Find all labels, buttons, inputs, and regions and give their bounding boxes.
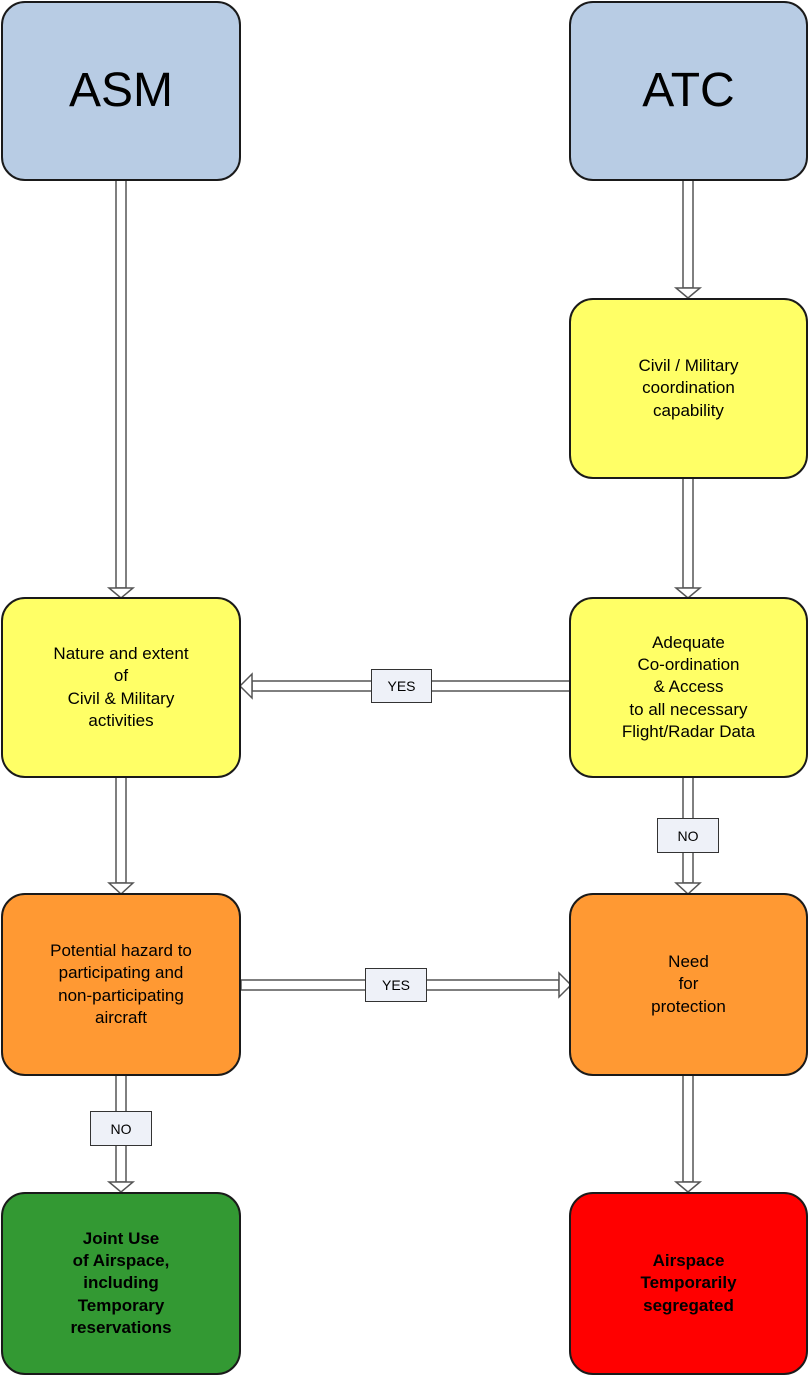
atc-box: ATC: [569, 1, 808, 181]
potential-hazard-box: Potential hazard to participating and no…: [1, 893, 241, 1076]
need-protection-box: Need for protection: [569, 893, 808, 1076]
arrow-adequate-to-need-head: [674, 882, 702, 896]
arrow-nature-to-hazard: [115, 776, 127, 884]
arrow-atc-to-capability-head: [673, 287, 703, 299]
adequate-coordination-box: Adequate Co-ordination & Access to all n…: [569, 597, 808, 778]
segregated-box: Airspace Temporarily segregated: [569, 1192, 808, 1375]
arrow-asm-to-nature: [115, 179, 127, 589]
arrow-need-to-segregated-head: [673, 1181, 703, 1193]
arrow-capability-to-adequate: [682, 477, 694, 589]
arrow-adequate-to-nature-head: [238, 672, 253, 700]
atc-label: ATC: [642, 63, 735, 117]
nature-extent-label: Nature and extent of Civil & Military ac…: [53, 644, 189, 730]
arrow-capability-to-adequate-head: [673, 587, 703, 599]
arrow-hazard-to-joint-head: [106, 1181, 136, 1193]
yes-label-top: YES: [371, 669, 432, 703]
segregated-label: Airspace Temporarily segregated: [640, 1251, 737, 1315]
arrow-need-to-segregated: [682, 1074, 694, 1183]
no-label-right: NO: [657, 818, 719, 853]
coordination-capability-box: Civil / Military coordination capability: [569, 298, 808, 479]
arrow-atc-to-capability: [682, 179, 694, 289]
asm-box: ASM: [1, 1, 241, 181]
arrow-hazard-to-need-head: [558, 971, 573, 999]
no-label-left: NO: [90, 1111, 152, 1146]
adequate-coordination-label: Adequate Co-ordination & Access to all n…: [621, 633, 756, 741]
arrow-nature-to-hazard-head: [107, 882, 135, 896]
asm-label: ASM: [68, 63, 173, 117]
need-protection-label: Need for protection: [651, 952, 726, 1016]
joint-use-box: Joint Use of Airspace, including Tempora…: [1, 1192, 241, 1375]
arrow-asm-to-nature-head: [106, 587, 136, 599]
joint-use-label: Joint Use of Airspace, including Tempora…: [70, 1229, 172, 1337]
coordination-capability-label: Civil / Military coordination capability: [638, 356, 739, 420]
yes-label-middle: YES: [365, 968, 427, 1002]
potential-hazard-label: Potential hazard to participating and no…: [50, 941, 192, 1027]
nature-extent-box: Nature and extent of Civil & Military ac…: [1, 597, 241, 778]
